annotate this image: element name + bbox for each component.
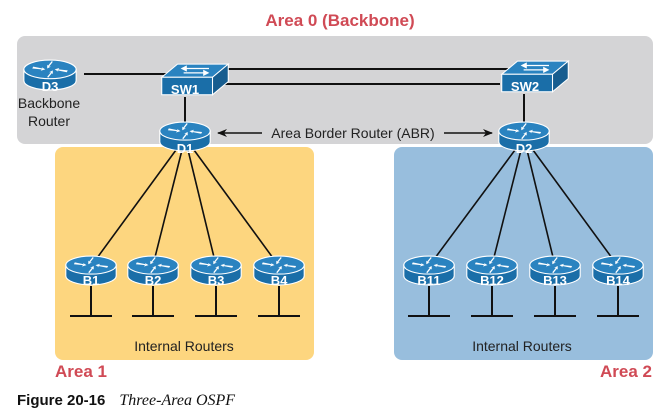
router-d2-label: D2: [516, 141, 533, 156]
link-d1-b3: [187, 149, 215, 259]
router-b13[interactable]: B13: [529, 255, 581, 288]
link-d1-b1: [96, 149, 177, 259]
router-d2[interactable]: D2: [498, 121, 550, 156]
router-b12[interactable]: B12: [466, 255, 518, 288]
link-d2-b11: [434, 149, 516, 259]
router-b1[interactable]: B1: [65, 255, 117, 288]
switch-sw2-label: SW2: [511, 79, 539, 94]
link-d1-b4: [193, 149, 274, 259]
router-b13-label: B13: [543, 273, 567, 288]
switch-sw2[interactable]: SW2: [501, 60, 569, 94]
router-b1-label: B1: [83, 273, 100, 288]
router-b2-label: B2: [145, 273, 162, 288]
area2-internal-routers-label: Internal Routers: [472, 338, 572, 354]
router-b11[interactable]: B11: [403, 255, 455, 288]
backbone-area: [17, 36, 653, 144]
area1-internal-routers-label: Internal Routers: [134, 338, 234, 354]
router-b11-label: B11: [417, 273, 440, 288]
area1-title: Area 1: [55, 362, 107, 381]
router-b12-label: B12: [480, 273, 504, 288]
router-b4-label: B4: [271, 273, 288, 288]
figure-title: Three-Area OSPF: [119, 392, 236, 409]
router-d3-label: D3: [42, 79, 59, 94]
link-d2-b13: [526, 149, 554, 259]
router-b4[interactable]: B4: [253, 255, 305, 288]
backbone-area-title: Area 0 (Backbone): [265, 11, 414, 30]
figure-number: Figure 20-16: [17, 392, 106, 409]
router-b14[interactable]: B14: [592, 255, 644, 288]
router-b3-label: B3: [208, 273, 225, 288]
router-b14-label: B14: [606, 273, 631, 288]
area1-region: [55, 147, 314, 360]
link-d1-b2: [154, 149, 183, 259]
link-d2-b14: [532, 149, 613, 259]
router-d3[interactable]: D3: [23, 59, 77, 94]
abr-annotation: Area Border Router (ABR): [271, 125, 434, 141]
switch-sw1[interactable]: SW1: [161, 63, 229, 97]
router-b2[interactable]: B2: [127, 255, 179, 288]
router-d1-label: D1: [177, 141, 194, 156]
link-d2-b12: [493, 149, 522, 259]
figure-caption: Figure 20-16 Three-Area OSPF: [17, 392, 235, 410]
backbone-router-caption-line2: Router: [28, 113, 70, 129]
area2-region: [394, 147, 653, 360]
backbone-router-caption-line1: Backbone: [18, 95, 80, 111]
switch-sw1-label: SW1: [171, 82, 199, 97]
area2-title: Area 2: [600, 362, 652, 381]
router-d1[interactable]: D1: [159, 121, 211, 156]
router-b3[interactable]: B3: [190, 255, 242, 288]
